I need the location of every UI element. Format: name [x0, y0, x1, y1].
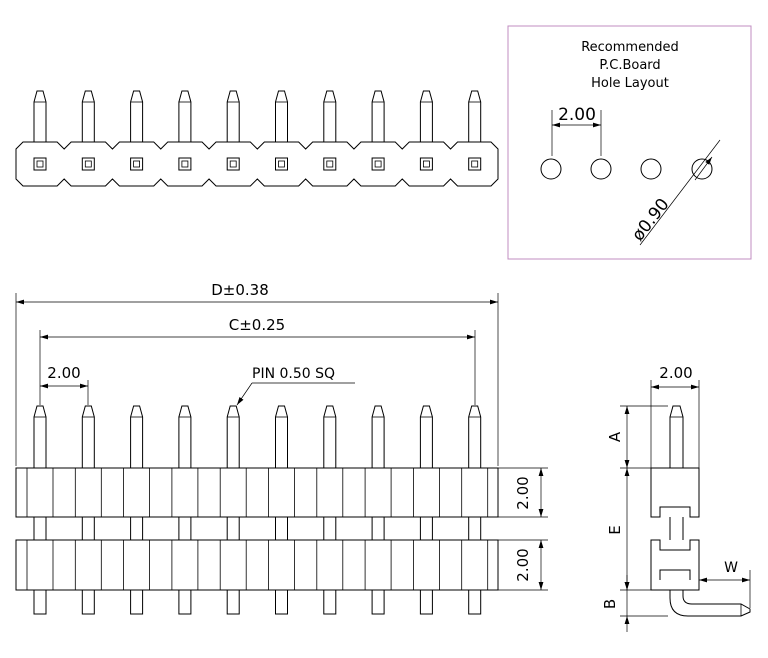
- top-view-outline: [15, 141, 499, 187]
- top-pin-square-inner: [229, 160, 237, 168]
- top-view: [15, 90, 499, 187]
- front-pin-bottom: [323, 590, 337, 615]
- dim-c-label: C±0.25: [229, 316, 285, 334]
- top-pin: [178, 90, 192, 142]
- front-row-upper: [15, 467, 499, 518]
- top-pin: [468, 90, 482, 142]
- front-row-separators: [26, 468, 489, 590]
- top-pin: [371, 90, 385, 142]
- top-pin: [419, 90, 433, 142]
- top-pin: [33, 90, 47, 142]
- top-pin-square-inner: [84, 160, 92, 168]
- front-pin-bottom: [468, 590, 482, 615]
- front-pin-top: [275, 405, 288, 468]
- front-pin-top: [33, 405, 47, 468]
- front-pin-top: [371, 405, 385, 468]
- top-pin-square-inner: [422, 160, 430, 168]
- pcb-hole: [640, 158, 662, 180]
- top-pin: [130, 90, 144, 142]
- top-pin-square-outer: [226, 157, 240, 171]
- dim-w-label: W: [724, 560, 738, 576]
- front-pin-top: [226, 405, 240, 468]
- top-pin: [81, 90, 95, 142]
- row-height-label-2: 2.00: [514, 548, 532, 581]
- top-pin-square-outer: [468, 157, 482, 171]
- top-pin-square-outer: [323, 157, 337, 171]
- top-pin-square-inner: [36, 160, 44, 168]
- side-body-upper: [650, 467, 700, 518]
- front-pin-bottom: [226, 590, 240, 615]
- pcb-hole: [540, 158, 562, 180]
- top-pin-square-inner: [181, 160, 189, 168]
- pcb-hole: [691, 158, 713, 180]
- pcb-layout-title-1: Recommended: [581, 40, 679, 55]
- top-pin-square-outer: [371, 157, 385, 171]
- top-pin-square-outer: [178, 157, 192, 171]
- dim-b-label: B: [601, 599, 619, 609]
- front-pin-top: [419, 405, 433, 468]
- pcb-layout-panel: Recommended P.C.Board Hole Layout 2.00 ø…: [507, 25, 752, 260]
- top-pin-square-outer: [419, 157, 433, 171]
- top-pin-square-outer: [33, 157, 47, 171]
- side-pin-top: [669, 405, 684, 468]
- front-pin-top: [468, 405, 482, 468]
- dim-d-label: D±0.38: [211, 281, 269, 299]
- front-pin-top: [130, 405, 144, 468]
- front-pin-bottom: [371, 590, 385, 615]
- side-pitch-label: 2.00: [659, 364, 692, 382]
- top-pin-square-inner: [326, 160, 334, 168]
- top-pin-square-inner: [278, 160, 285, 168]
- top-pin: [226, 90, 240, 142]
- front-pin-top: [178, 405, 192, 468]
- top-pin-square-outer: [275, 157, 288, 171]
- top-pin: [275, 90, 288, 142]
- side-body-lower: [650, 539, 700, 591]
- pcb-pitch-label: 2.00: [558, 105, 596, 125]
- front-pin-bottom: [130, 590, 144, 615]
- dim-a-label: A: [606, 431, 624, 442]
- front-pin-bottom: [178, 590, 192, 615]
- top-pin-square-inner: [374, 160, 382, 168]
- pcb-layout-title-2: P.C.Board: [599, 58, 660, 73]
- front-pin-bottom: [81, 590, 95, 615]
- pcb-diameter-label: ø0.90: [628, 195, 673, 245]
- top-pin: [323, 90, 337, 142]
- front-pin-top: [323, 405, 337, 468]
- top-pin-square-outer: [81, 157, 95, 171]
- top-pin-square-inner: [471, 160, 479, 168]
- front-pitch-label: 2.00: [47, 364, 80, 382]
- front-pin-top: [81, 405, 95, 468]
- pin-note-label: PIN 0.50 SQ: [252, 366, 335, 382]
- front-pin-bottom: [275, 590, 288, 615]
- pcb-layout-frame: [507, 25, 752, 260]
- side-body-notch: [659, 569, 691, 580]
- front-row-lower: [15, 539, 499, 591]
- pin-note-leader: [236, 382, 253, 406]
- top-view-pins: [33, 90, 482, 171]
- top-pin-square-inner: [133, 160, 141, 168]
- pcb-layout-title-3: Hole Layout: [591, 76, 669, 91]
- pcb-diameter-arrow: [694, 156, 713, 181]
- side-pin-bent: [669, 590, 751, 617]
- front-view: D±0.38 C±0.25 2.00 PIN 0.50 SQ 2.00 2.00: [15, 281, 548, 615]
- front-view-pins: [33, 405, 482, 615]
- pcb-hole: [590, 158, 612, 180]
- top-pin-square-outer: [130, 157, 144, 171]
- row-height-label-1: 2.00: [514, 476, 532, 509]
- dim-e-label: E: [606, 525, 624, 534]
- front-pin-bottom: [33, 590, 47, 615]
- side-view: 2.00 A E B W: [601, 364, 751, 632]
- front-pin-bottom: [419, 590, 433, 615]
